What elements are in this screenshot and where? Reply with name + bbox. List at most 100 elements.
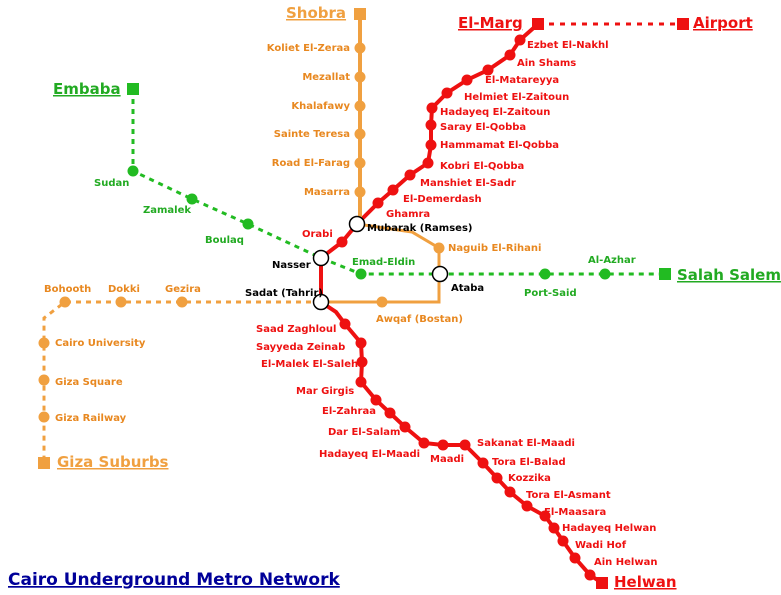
label-ataba: Ataba bbox=[451, 283, 484, 294]
line-3-track bbox=[131, 89, 665, 276]
station-helwan-approach-2[interactable] bbox=[584, 569, 596, 581]
station-khalafawy[interactable] bbox=[354, 100, 366, 112]
station-ghamra[interactable] bbox=[387, 184, 399, 196]
station-maadi-a[interactable] bbox=[418, 437, 430, 449]
station-el-demerdash[interactable] bbox=[404, 169, 416, 181]
interchanges bbox=[312, 215, 449, 311]
station-emad-eldin[interactable] bbox=[355, 268, 367, 280]
station-kobri-el-qobba[interactable] bbox=[425, 139, 437, 151]
label-nasser: Nasser bbox=[272, 260, 311, 271]
station-al-azhar[interactable] bbox=[599, 268, 611, 280]
label-sadat-tahrir: Sadat (Tahrir) bbox=[245, 288, 323, 299]
station-gezira[interactable] bbox=[176, 296, 188, 308]
terminus-embaba-marker[interactable] bbox=[127, 83, 139, 95]
station-sayyeda-zeinab[interactable] bbox=[355, 337, 367, 349]
label-orabi: Orabi bbox=[302, 229, 333, 240]
label-dokki: Dokki bbox=[108, 284, 140, 295]
station-mar-girgis[interactable] bbox=[355, 376, 367, 388]
station-sakanat-el-maadi[interactable] bbox=[459, 439, 471, 451]
station-mezallat[interactable] bbox=[354, 71, 366, 83]
station-awqaf-bostan[interactable] bbox=[376, 296, 388, 308]
station-hadayeq-el-zaitoun[interactable] bbox=[441, 87, 453, 99]
station-manshiet-el-sadr[interactable] bbox=[422, 157, 434, 169]
station-el-zahraa[interactable] bbox=[370, 394, 382, 406]
label-sayyeda-zeinab: Sayyeda Zeinab bbox=[256, 342, 345, 353]
station-road-el-farag[interactable] bbox=[354, 157, 366, 169]
line-2-labels: Koliet El-Zeraa Mezallat Khalafawy Saint… bbox=[44, 43, 541, 424]
line-1-labels: Ezbet El-Nakhl Ain Shams El-Matareyya He… bbox=[256, 40, 657, 568]
station-kozzika[interactable] bbox=[491, 472, 503, 484]
label-giza-railway: Giza Railway bbox=[55, 413, 127, 424]
station-orabi[interactable] bbox=[336, 236, 348, 248]
label-hadayeq-el-maadi: Hadayeq El-Maadi bbox=[319, 449, 420, 460]
station-helwan-approach-1[interactable] bbox=[569, 552, 581, 564]
terminus-salah-salem: Salah Salem bbox=[677, 266, 781, 284]
interchange-ataba[interactable] bbox=[431, 265, 449, 283]
terminus-airport-marker[interactable] bbox=[677, 18, 689, 30]
label-tora-el-balad: Tora El-Balad bbox=[492, 457, 566, 468]
station-ghamra-2[interactable] bbox=[372, 197, 384, 209]
station-ezbet-el-nakhl[interactable] bbox=[514, 34, 526, 46]
terminus-shobra-marker[interactable] bbox=[354, 8, 366, 20]
label-kobri-el-qobba: Kobri El-Qobba bbox=[440, 161, 524, 172]
station-el-maasara[interactable] bbox=[521, 500, 533, 512]
station-giza-square[interactable] bbox=[38, 374, 50, 386]
station-el-malek-el-saleh[interactable] bbox=[356, 356, 368, 368]
label-ain-helwan: Ain Helwan bbox=[594, 557, 657, 568]
station-hadayeq-helwan[interactable] bbox=[539, 510, 551, 522]
station-sainte-teresa[interactable] bbox=[354, 128, 366, 140]
station-wadi-hof[interactable] bbox=[548, 522, 560, 534]
label-awqaf-bostan: Awqaf (Bostan) bbox=[376, 314, 463, 325]
station-hadayeq-el-maadi[interactable] bbox=[399, 421, 411, 433]
label-el-zahraa: El-Zahraa bbox=[322, 406, 376, 417]
terminus-helwan-marker[interactable] bbox=[596, 577, 608, 589]
station-boulaq[interactable] bbox=[242, 218, 254, 230]
station-bohooth[interactable] bbox=[59, 296, 71, 308]
interchange-nasser[interactable] bbox=[312, 249, 330, 267]
station-ain-helwan[interactable] bbox=[557, 535, 569, 547]
station-sudan[interactable] bbox=[127, 165, 139, 177]
station-ain-shams[interactable] bbox=[504, 49, 516, 61]
terminus-salah-salem-marker[interactable] bbox=[659, 268, 671, 280]
station-el-matareyya[interactable] bbox=[482, 64, 494, 76]
label-naguib-el-rihani: Naguib El-Rihani bbox=[448, 243, 541, 254]
label-hadayeq-el-zaitoun: Hadayeq El-Zaitoun bbox=[440, 107, 550, 118]
station-naguib-el-rihani[interactable] bbox=[433, 242, 445, 254]
interchange-sadat-tahrir[interactable] bbox=[312, 293, 330, 311]
station-hammamat-el-qobba[interactable] bbox=[425, 119, 437, 131]
terminus-el-marg-marker[interactable] bbox=[532, 18, 544, 30]
station-saad-zaghloul[interactable] bbox=[339, 318, 351, 330]
station-dokki[interactable] bbox=[115, 296, 127, 308]
label-road-el-farag: Road El-Farag bbox=[272, 158, 350, 169]
label-bohooth: Bohooth bbox=[44, 284, 91, 295]
terminus-shobra: Shobra bbox=[286, 4, 346, 22]
station-koliet-el-zeraa[interactable] bbox=[354, 42, 366, 54]
label-port-said: Port-Said bbox=[524, 288, 577, 299]
station-port-said[interactable] bbox=[539, 268, 551, 280]
station-masarra[interactable] bbox=[354, 186, 366, 198]
station-tora-el-balad[interactable] bbox=[477, 457, 489, 469]
label-tora-el-asmant: Tora El-Asmant bbox=[526, 490, 611, 501]
station-tora-el-asmant[interactable] bbox=[504, 486, 516, 498]
label-saray-el-qobba: Saray El-Qobba bbox=[440, 122, 526, 133]
line-3-labels: Sudan Zamalek Boulaq Emad-Eldin Port-Sai… bbox=[94, 178, 636, 299]
station-zamalek[interactable] bbox=[186, 193, 198, 205]
label-helmiet-el-zaitoun: Helmiet El-Zaitoun bbox=[464, 92, 569, 103]
label-hadayeq-helwan: Hadayeq Helwan bbox=[562, 523, 656, 534]
terminus-giza-suburbs-marker[interactable] bbox=[38, 457, 50, 469]
terminus-el-marg: El-Marg bbox=[458, 14, 523, 32]
interchange-mubarak-ramses[interactable] bbox=[348, 215, 366, 233]
line-1 bbox=[319, 18, 689, 589]
label-dar-el-salam: Dar El-Salam bbox=[328, 427, 400, 438]
station-saray-el-qobba[interactable] bbox=[426, 102, 438, 114]
label-cairo-university: Cairo University bbox=[55, 338, 146, 349]
station-maadi[interactable] bbox=[437, 439, 449, 451]
station-helmiet-el-zaitoun[interactable] bbox=[461, 74, 473, 86]
station-cairo-university[interactable] bbox=[38, 337, 50, 349]
station-giza-railway[interactable] bbox=[38, 411, 50, 423]
label-kozzika: Kozzika bbox=[508, 473, 551, 484]
station-dar-el-salam[interactable] bbox=[384, 407, 396, 419]
map-title: Cairo Underground Metro Network bbox=[8, 570, 340, 590]
